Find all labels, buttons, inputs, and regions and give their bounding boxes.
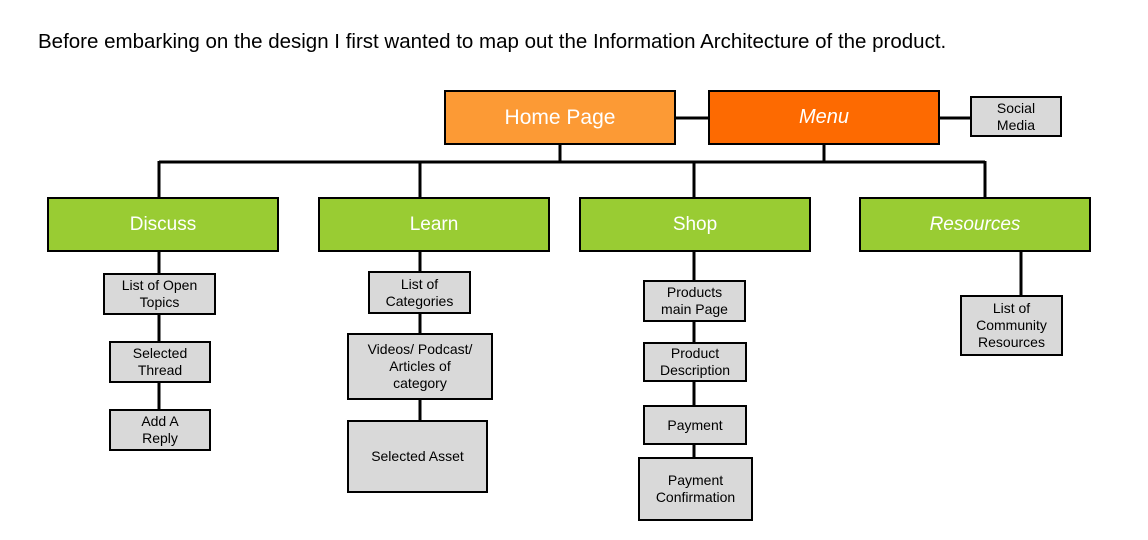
- discuss-label: Discuss: [129, 213, 197, 235]
- resources-item-label: List of Community Resources: [976, 300, 1047, 350]
- resources-label: Resources: [929, 213, 1021, 235]
- shop-item-label: Product Description: [659, 345, 731, 378]
- intro-text: Before embarking on the design I first w…: [38, 30, 947, 53]
- social-media-label: Social Media: [996, 99, 1036, 133]
- learn-item-label: List of Categories: [385, 275, 454, 309]
- social-media-node: Social Media: [970, 96, 1062, 137]
- shop-item-payment-confirmation: Payment Confirmation: [638, 457, 753, 521]
- shop-item-label: Payment Confirmation: [655, 472, 736, 505]
- learn-item-videos-podcast-articles: Videos/ Podcast/ Articles of category: [347, 333, 493, 400]
- home-page-node: Home Page: [444, 90, 676, 145]
- resources-item-community-resources: List of Community Resources: [960, 295, 1063, 356]
- shop-node: Shop: [579, 197, 811, 252]
- discuss-item-add-reply: Add A Reply: [109, 409, 211, 451]
- discuss-node: Discuss: [47, 197, 279, 252]
- discuss-item-label: Selected Thread: [132, 345, 188, 378]
- menu-node: Menu: [708, 90, 940, 145]
- shop-item-products-main-page: Products main Page: [643, 280, 746, 322]
- discuss-item-open-topics: List of Open Topics: [103, 273, 216, 315]
- learn-item-label: Videos/ Podcast/ Articles of category: [367, 341, 473, 391]
- learn-item-selected-asset: Selected Asset: [347, 420, 488, 493]
- shop-item-label: Products main Page: [661, 284, 728, 317]
- menu-label: Menu: [798, 106, 850, 128]
- discuss-item-label: List of Open Topics: [121, 277, 198, 310]
- learn-item-label: Selected Asset: [371, 448, 464, 464]
- learn-label: Learn: [409, 213, 459, 235]
- resources-node: Resources: [859, 197, 1091, 252]
- discuss-item-label: Add A Reply: [141, 413, 179, 446]
- shop-item-product-description: Product Description: [643, 342, 747, 382]
- learn-node: Learn: [318, 197, 550, 252]
- learn-item-categories: List of Categories: [368, 271, 471, 314]
- shop-item-payment: Payment: [643, 405, 747, 445]
- home-page-label: Home Page: [504, 105, 616, 129]
- shop-label: Shop: [672, 213, 718, 235]
- shop-item-label: Payment: [667, 416, 723, 433]
- discuss-item-selected-thread: Selected Thread: [109, 341, 211, 383]
